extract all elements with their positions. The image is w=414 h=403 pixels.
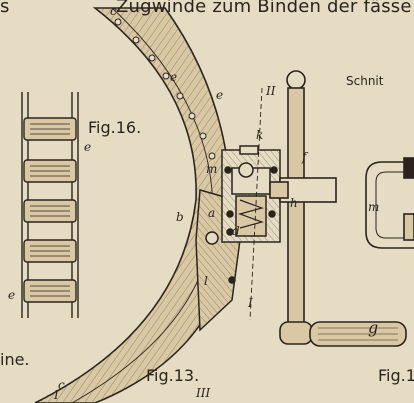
label-g: g xyxy=(368,318,379,337)
label-m: m xyxy=(206,162,218,176)
label-l: l xyxy=(204,274,208,288)
label-m-right: m xyxy=(368,200,380,214)
label-e-fig16: e xyxy=(84,140,92,154)
rivet-row xyxy=(114,18,216,160)
caption-fig13: Fig.13. xyxy=(146,366,200,385)
section-axis xyxy=(249,87,263,321)
label-b: b xyxy=(176,210,184,224)
label-c-bottom: c xyxy=(58,378,65,392)
label-e-mid: e xyxy=(216,88,224,102)
section-drawing xyxy=(365,157,414,249)
caption-left-fragment: ine. xyxy=(0,350,30,369)
label-roman-i-bottom: I xyxy=(54,388,59,402)
label-e-top: e xyxy=(170,70,178,84)
label-c-top: c xyxy=(110,4,117,18)
lever-bar xyxy=(269,70,407,347)
label-a: a xyxy=(208,206,216,220)
clamp-mechanism xyxy=(195,145,281,332)
header-left-fragment: s xyxy=(0,0,10,17)
label-roman-iii: III xyxy=(196,386,211,400)
caption-fig16: Fig.16. xyxy=(88,118,142,137)
fig16-chain xyxy=(21,92,79,318)
label-k: k xyxy=(256,128,264,142)
label-e-fig16-low: e xyxy=(8,288,16,302)
label-h: h xyxy=(290,196,298,210)
caption-fig1x: Fig.1 xyxy=(378,366,414,385)
right-header-fragment: Schnit xyxy=(346,74,384,88)
page-title: Zugwinde zum Binden der fässe xyxy=(116,0,412,17)
label-d: d xyxy=(232,224,240,238)
label-f: f xyxy=(302,150,307,164)
label-roman-ii: II xyxy=(266,84,276,98)
label-roman-i: I xyxy=(248,296,253,310)
